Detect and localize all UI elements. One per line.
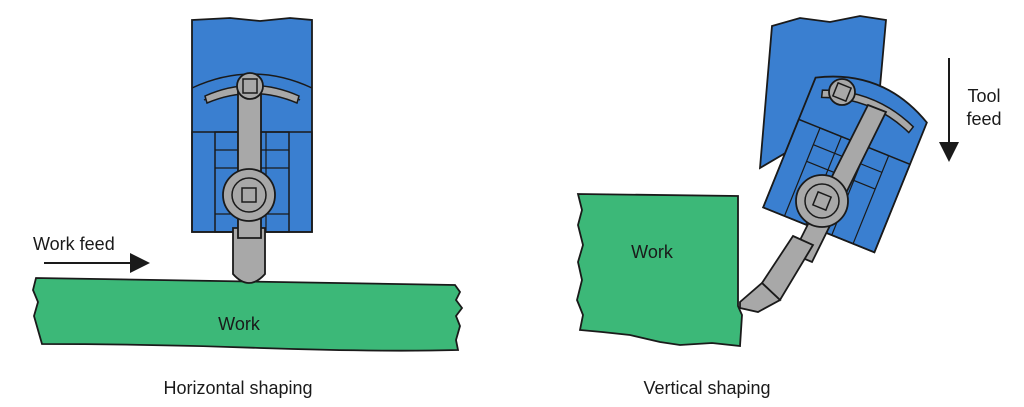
tool-feed-label-line1: Tool: [967, 86, 1000, 106]
caption-horizontal: Horizontal shaping: [163, 378, 312, 398]
horizontal-shaping-diagram: Work feed Work Horizontal shaping: [32, 17, 464, 398]
work-label-vertical: Work: [631, 242, 674, 262]
pivot-bolt-vertical: [828, 78, 856, 106]
workpiece-vertical: [576, 193, 743, 347]
vertical-shaping-diagram: Work Tool feed Vertical shaping: [576, 15, 1002, 398]
tool-feed-label-line2: feed: [966, 109, 1001, 129]
pivot-bolt-top: [236, 72, 264, 100]
work-feed-label: Work feed: [33, 234, 115, 254]
cutting-tool-horizontal: [232, 227, 266, 284]
workpiece-horizontal: [32, 277, 464, 352]
work-label-horizontal: Work: [218, 314, 261, 334]
caption-vertical: Vertical shaping: [643, 378, 770, 398]
